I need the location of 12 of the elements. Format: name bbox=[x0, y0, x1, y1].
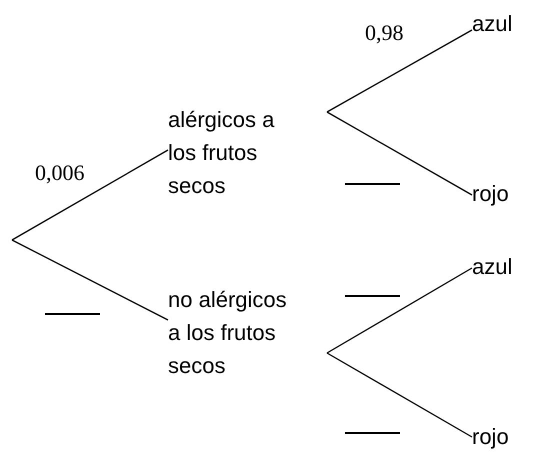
branch-line bbox=[326, 352, 472, 438]
outcome-label: rojo bbox=[472, 423, 510, 451]
branch-line bbox=[12, 239, 168, 321]
branch-line bbox=[326, 267, 472, 354]
branch-line bbox=[326, 29, 472, 113]
branch-line bbox=[326, 111, 472, 196]
outcome-label: azul bbox=[472, 10, 514, 38]
branch-line bbox=[12, 149, 168, 241]
outcome-label: rojo bbox=[472, 180, 510, 208]
outcome-label: azul bbox=[472, 253, 514, 281]
event-label: no alérgicos a los frutos secos bbox=[168, 286, 288, 380]
event-label: alérgicos a los frutos secos bbox=[168, 106, 276, 200]
